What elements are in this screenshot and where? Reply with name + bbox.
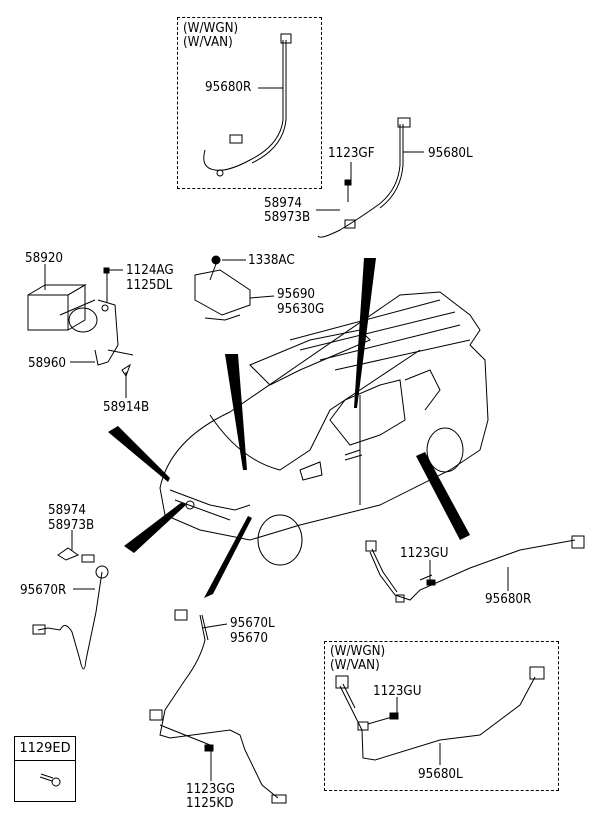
leader-lines bbox=[44, 87, 509, 781]
part-box-1129ed[interactable]: 1129ED bbox=[14, 736, 76, 802]
variant-label-van-bottom: (W/VAN) bbox=[330, 658, 380, 673]
variant-label-van-top: (W/VAN) bbox=[183, 35, 233, 50]
sensor-95670l bbox=[149, 609, 287, 804]
part-label-95670[interactable]: 95670 bbox=[230, 631, 269, 646]
sensor-95680r-top bbox=[203, 33, 292, 177]
part-label-58960[interactable]: 58960 bbox=[28, 356, 67, 371]
part-label-95670r[interactable]: 95670R bbox=[20, 583, 67, 598]
part-label-95680r-top[interactable]: 95680R bbox=[205, 80, 252, 95]
variant-label-wgn-bottom: (W/WGN) bbox=[330, 644, 386, 659]
pointer-wedges bbox=[108, 258, 470, 598]
part-label-1123gu-rear[interactable]: 1123GU bbox=[400, 546, 449, 561]
part-label-1338ac[interactable]: 1338AC bbox=[248, 253, 295, 268]
part-label-1124ag[interactable]: 1124AG bbox=[126, 263, 174, 278]
variant-box-bottom-right bbox=[324, 641, 559, 791]
part-label-58974-top[interactable]: 58974 bbox=[264, 196, 303, 211]
part-label-95680l-box[interactable]: 95680L bbox=[418, 767, 463, 782]
control-module-95690 bbox=[194, 255, 251, 321]
part-label-95690[interactable]: 95690 bbox=[277, 287, 316, 302]
part-label-1123gg[interactable]: 1123GG bbox=[186, 782, 235, 797]
sensor-95670r bbox=[32, 547, 109, 670]
part-label-58973b-left[interactable]: 58973B bbox=[48, 518, 95, 533]
van-illustration bbox=[159, 291, 489, 566]
part-label-1125dl[interactable]: 1125DL bbox=[126, 278, 173, 293]
part-label-58914b[interactable]: 58914B bbox=[103, 400, 150, 415]
sensor-95680r-rear bbox=[365, 535, 585, 603]
bolt-1129ed bbox=[39, 773, 61, 787]
part-label-95680l-top[interactable]: 95680L bbox=[428, 146, 473, 161]
variant-label-wgn-top: (W/WGN) bbox=[183, 21, 239, 36]
part-label-58973b-top[interactable]: 58973B bbox=[264, 210, 311, 225]
abs-modulator bbox=[27, 267, 134, 378]
variant-box-top bbox=[177, 17, 322, 189]
part-label-95680r-rear[interactable]: 95680R bbox=[485, 592, 532, 607]
part-label-95630g[interactable]: 95630G bbox=[277, 302, 325, 317]
sensor-95680l-box bbox=[335, 666, 545, 761]
sensor-95680l-top bbox=[317, 117, 411, 238]
part-box-label: 1129ED bbox=[15, 737, 75, 761]
part-label-1125kd[interactable]: 1125KD bbox=[186, 796, 234, 811]
part-label-1123gu-box[interactable]: 1123GU bbox=[373, 684, 422, 699]
part-label-58920[interactable]: 58920 bbox=[25, 251, 64, 266]
part-label-58974-left[interactable]: 58974 bbox=[48, 503, 87, 518]
part-label-95670l[interactable]: 95670L bbox=[230, 616, 275, 631]
part-label-1123gf[interactable]: 1123GF bbox=[328, 146, 375, 161]
